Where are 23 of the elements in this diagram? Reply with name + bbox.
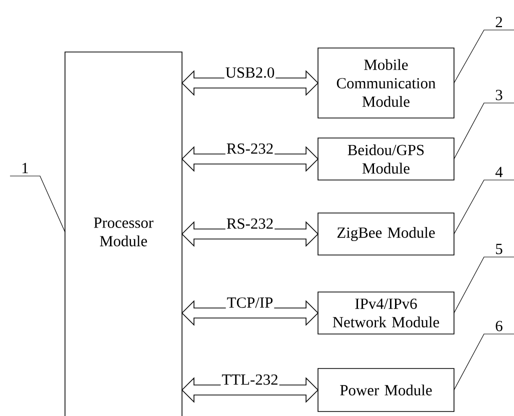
edge-label: RS-232 (225, 217, 275, 230)
module-box: Beidou/GPS Module (318, 138, 454, 180)
module-box: IPv4/IPv6 Network Module (318, 292, 454, 334)
leader-line (454, 30, 514, 84)
module-box: Mobile Communication Module (318, 48, 454, 118)
callout-number: 1 (22, 162, 28, 174)
edge-label: USB2.0 (224, 66, 276, 79)
edge-label: TCP/IP (226, 296, 274, 309)
module-box: Power Module (318, 368, 454, 412)
leader-line (454, 180, 514, 234)
leader-line (454, 334, 514, 390)
module-box: ZigBee Module (318, 212, 454, 256)
callout-number: 3 (496, 90, 502, 100)
edge-label: RS-232 (225, 142, 275, 155)
callout-number: 4 (495, 166, 503, 178)
leader-line (10, 176, 66, 232)
leader-line (454, 102, 514, 160)
processor-box: Processor Module (64, 52, 182, 416)
leader-line (454, 256, 514, 314)
callout-number: 2 (496, 16, 502, 28)
callout-number: 6 (496, 320, 502, 332)
edge-label: TTL-232 (220, 373, 280, 386)
callout-number: 5 (496, 244, 502, 254)
